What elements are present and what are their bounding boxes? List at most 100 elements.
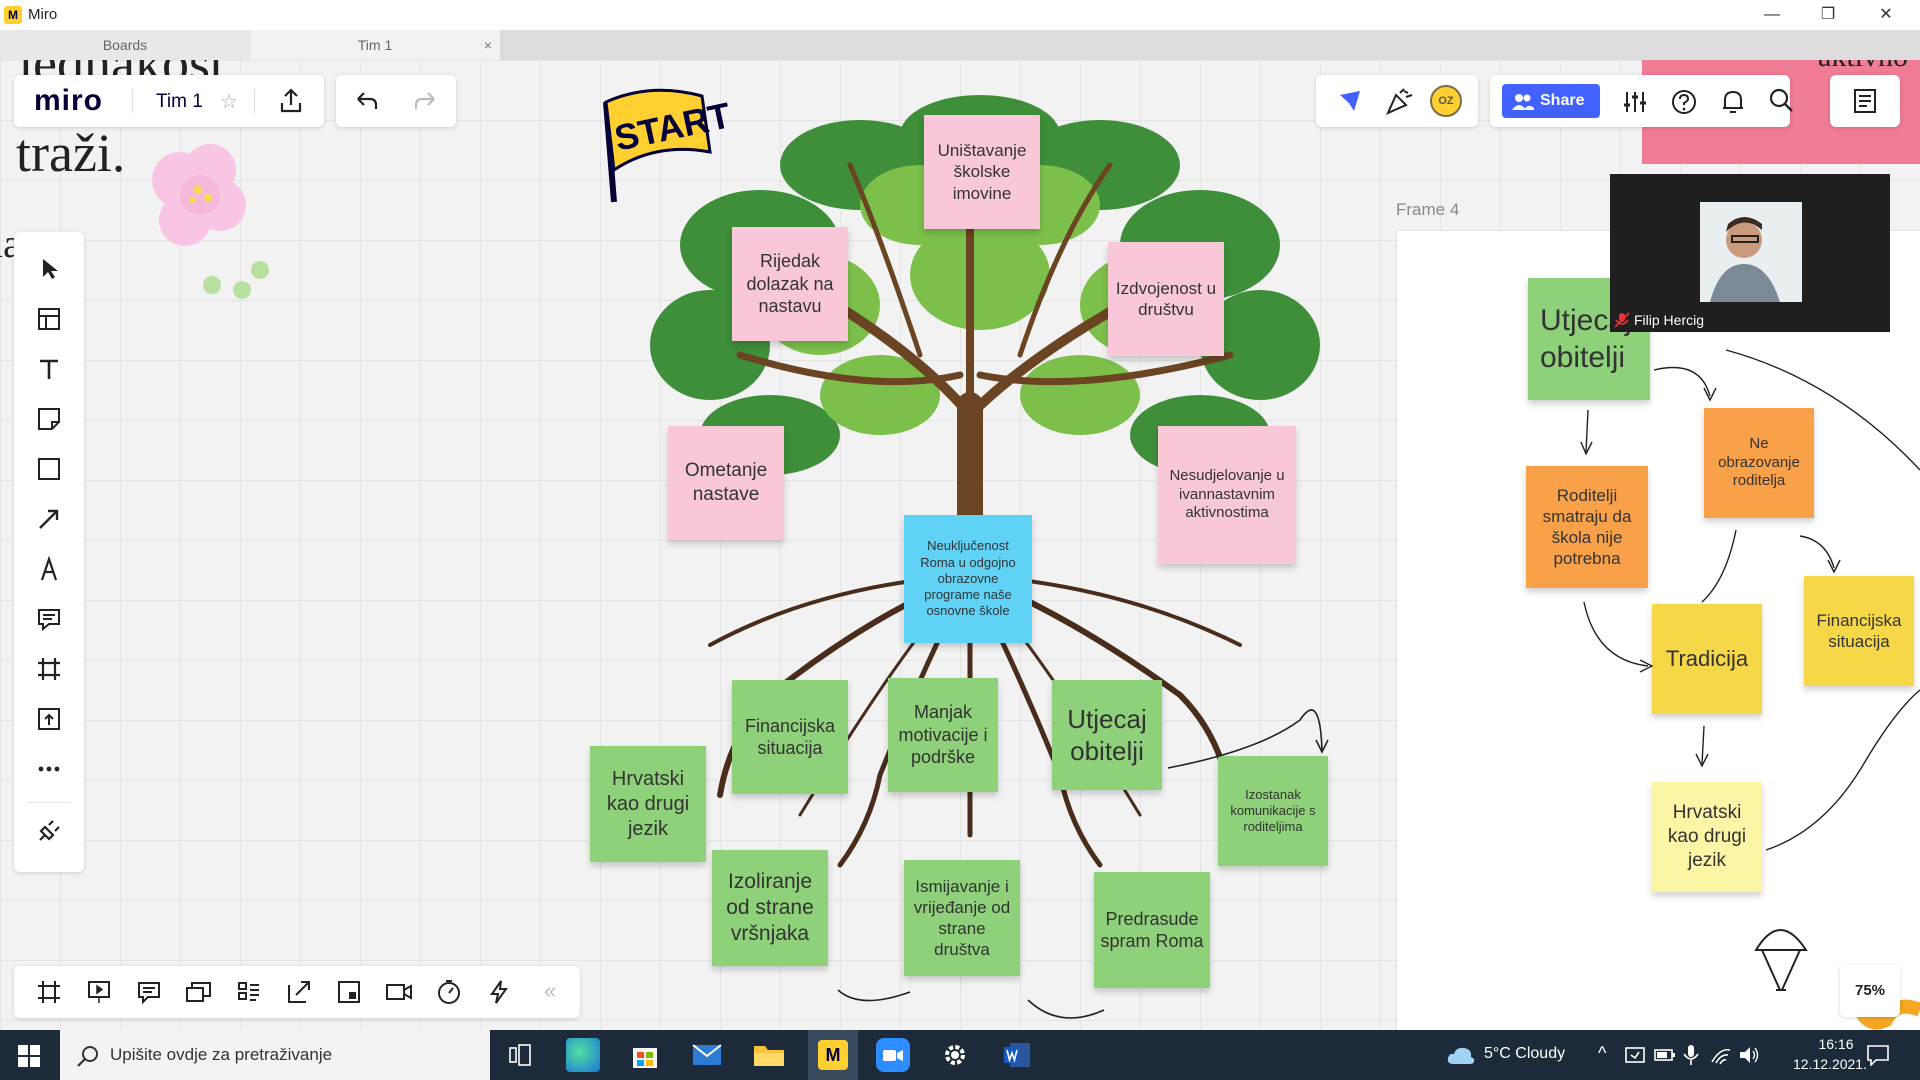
window-title: Miro: [28, 6, 58, 23]
sticky-note[interactable]: Ometanje nastave: [668, 426, 784, 540]
tab-tim-1[interactable]: Tim 1 ×: [250, 30, 500, 60]
sticky-note[interactable]: Utjecaj obitelji: [1052, 680, 1162, 790]
notification-center-icon[interactable]: [1866, 1044, 1890, 1066]
minimize-button[interactable]: —: [1764, 6, 1780, 23]
tab-close-icon[interactable]: ×: [483, 37, 492, 53]
wifi-icon[interactable]: [1710, 1044, 1732, 1066]
task-view-icon[interactable]: [508, 1044, 532, 1066]
video-call-icon[interactable]: [379, 972, 419, 1012]
plugin-icon[interactable]: [36, 818, 62, 844]
lightning-icon[interactable]: [479, 972, 519, 1012]
help-icon[interactable]: [1670, 88, 1698, 116]
microphone-icon[interactable]: [1682, 1044, 1700, 1066]
redo-icon[interactable]: [412, 89, 438, 113]
connector-layer: [837, 709, 1329, 1019]
undo-icon[interactable]: [354, 89, 380, 113]
miro-logo[interactable]: miro: [34, 84, 104, 117]
miro-taskbar-letter: M: [818, 1040, 848, 1070]
celebration-icon[interactable]: [1384, 87, 1414, 115]
clock-date[interactable]: 12.12.2021.: [1793, 1056, 1867, 1072]
taskbar-search[interactable]: Upišite ovdje za pretraživanje: [60, 1030, 490, 1080]
text-tool-icon[interactable]: [36, 356, 62, 382]
bottom-toolbar: «: [14, 966, 580, 1018]
settings-sliders-icon[interactable]: [1622, 89, 1648, 115]
sticky-note[interactable]: Predrasude spram Roma: [1094, 872, 1210, 988]
store-icon[interactable]: [628, 1038, 662, 1072]
miro-taskbar-icon[interactable]: M: [808, 1030, 858, 1080]
share-screen-icon[interactable]: [279, 972, 319, 1012]
sticky-note[interactable]: Ne obrazovanje roditelja: [1704, 408, 1814, 518]
zoom-app-icon[interactable]: [876, 1038, 910, 1072]
users-icon: [1512, 94, 1534, 110]
collapse-toolbar-icon[interactable]: «: [544, 978, 557, 1003]
sticky-note[interactable]: Ismijavanje i vrijeđanje od strane društ…: [904, 860, 1020, 976]
mail-icon[interactable]: [690, 1038, 724, 1072]
share-button[interactable]: Share: [1502, 84, 1600, 118]
upload-icon[interactable]: [36, 706, 62, 732]
central-problem-note[interactable]: Neuključenost Roma u odgojno obrazovne p…: [904, 515, 1032, 643]
user-avatar[interactable]: OZ: [1430, 85, 1462, 117]
frame-tool-icon[interactable]: [36, 656, 62, 682]
embed-icon[interactable]: [329, 972, 369, 1012]
video-call-tile[interactable]: Filip Hercig: [1610, 174, 1890, 332]
weather-text[interactable]: 5°C Cloudy: [1484, 1045, 1566, 1062]
sticky-note[interactable]: Financijska situacija: [1804, 576, 1914, 686]
frame-label[interactable]: Frame 4: [1396, 200, 1460, 219]
sticky-note[interactable]: Hrvatski kao drugi jezik: [590, 746, 706, 862]
maximize-button[interactable]: ❐: [1820, 6, 1836, 23]
timer-icon[interactable]: [429, 972, 469, 1012]
board-canvas[interactable]: jednakost traži. la miro Tim 1 ☆: [0, 60, 1920, 1030]
volume-icon[interactable]: [1738, 1044, 1760, 1066]
chevron-up-icon[interactable]: ^: [1598, 1043, 1607, 1063]
board-name[interactable]: Tim 1: [156, 91, 203, 112]
sticky-note[interactable]: Tradicija: [1652, 604, 1762, 714]
shape-tool-icon[interactable]: [36, 456, 62, 482]
sticky-note[interactable]: Hrvatski kao drugi jezik: [1652, 782, 1762, 892]
sticky-note-icon[interactable]: [36, 406, 62, 432]
sync-icon[interactable]: [1624, 1044, 1646, 1066]
start-flag-sticker[interactable]: START: [596, 82, 734, 212]
sticky-note[interactable]: Izdvojenost u društvu: [1108, 242, 1224, 356]
export-icon[interactable]: [278, 87, 304, 115]
frames-icon[interactable]: [29, 972, 69, 1012]
zoom-level[interactable]: 75%: [1840, 965, 1900, 1017]
sticky-note[interactable]: Roditelji smatraju da škola nije potrebn…: [1526, 466, 1648, 588]
sticky-note[interactable]: Manjak motivacije i podrške: [888, 678, 998, 792]
close-window-button[interactable]: ✕: [1879, 6, 1893, 23]
tab-strip: Boards Tim 1 ×: [0, 30, 1920, 60]
title-bar: M Miro — ❐ ✕: [0, 0, 1920, 30]
sticky-note[interactable]: Izostanak komunikacije s roditeljima: [1218, 756, 1328, 866]
sticky-note[interactable]: Izoliranje od strane vršnjaka: [712, 850, 828, 966]
muted-mic-icon: [1614, 312, 1630, 328]
cards-icon[interactable]: [179, 972, 219, 1012]
templates-icon[interactable]: [36, 306, 62, 332]
notes-list-icon[interactable]: [1852, 87, 1878, 115]
star-icon[interactable]: ☆: [220, 91, 238, 113]
edge-icon[interactable]: [566, 1038, 600, 1072]
share-label: Share: [1540, 92, 1585, 109]
sticky-note[interactable]: Rijedak dolazak na nastavu: [732, 227, 848, 341]
search-icon[interactable]: [1768, 87, 1796, 115]
chat-icon[interactable]: [129, 972, 169, 1012]
notifications-icon[interactable]: [1720, 88, 1746, 116]
sticky-note[interactable]: Uništavanje školske imovine: [924, 115, 1040, 229]
attention-cursor-icon[interactable]: [1336, 89, 1364, 115]
pen-tool-icon[interactable]: [36, 556, 62, 582]
arrow-tool-icon[interactable]: [36, 506, 62, 532]
battery-icon[interactable]: [1654, 1046, 1676, 1064]
kanban-icon[interactable]: [229, 972, 269, 1012]
word-icon[interactable]: [1000, 1038, 1034, 1072]
actions-panel: Share: [1490, 75, 1793, 127]
tab-boards[interactable]: Boards: [0, 30, 251, 60]
windows-start-icon[interactable]: [18, 1045, 40, 1067]
settings-gear-icon[interactable]: [938, 1038, 972, 1072]
presentation-icon[interactable]: [79, 972, 119, 1012]
sticky-note[interactable]: Nesudjelovanje u ivannastavnim aktivnost…: [1158, 426, 1296, 564]
more-tools-icon[interactable]: [36, 756, 62, 782]
file-explorer-icon[interactable]: [752, 1038, 786, 1072]
comment-icon[interactable]: [36, 606, 62, 632]
select-tool-icon[interactable]: [36, 256, 62, 282]
clock-time[interactable]: 16:16: [1818, 1036, 1854, 1052]
divider: [132, 89, 133, 113]
sticky-note[interactable]: Financijska situacija: [732, 680, 848, 794]
